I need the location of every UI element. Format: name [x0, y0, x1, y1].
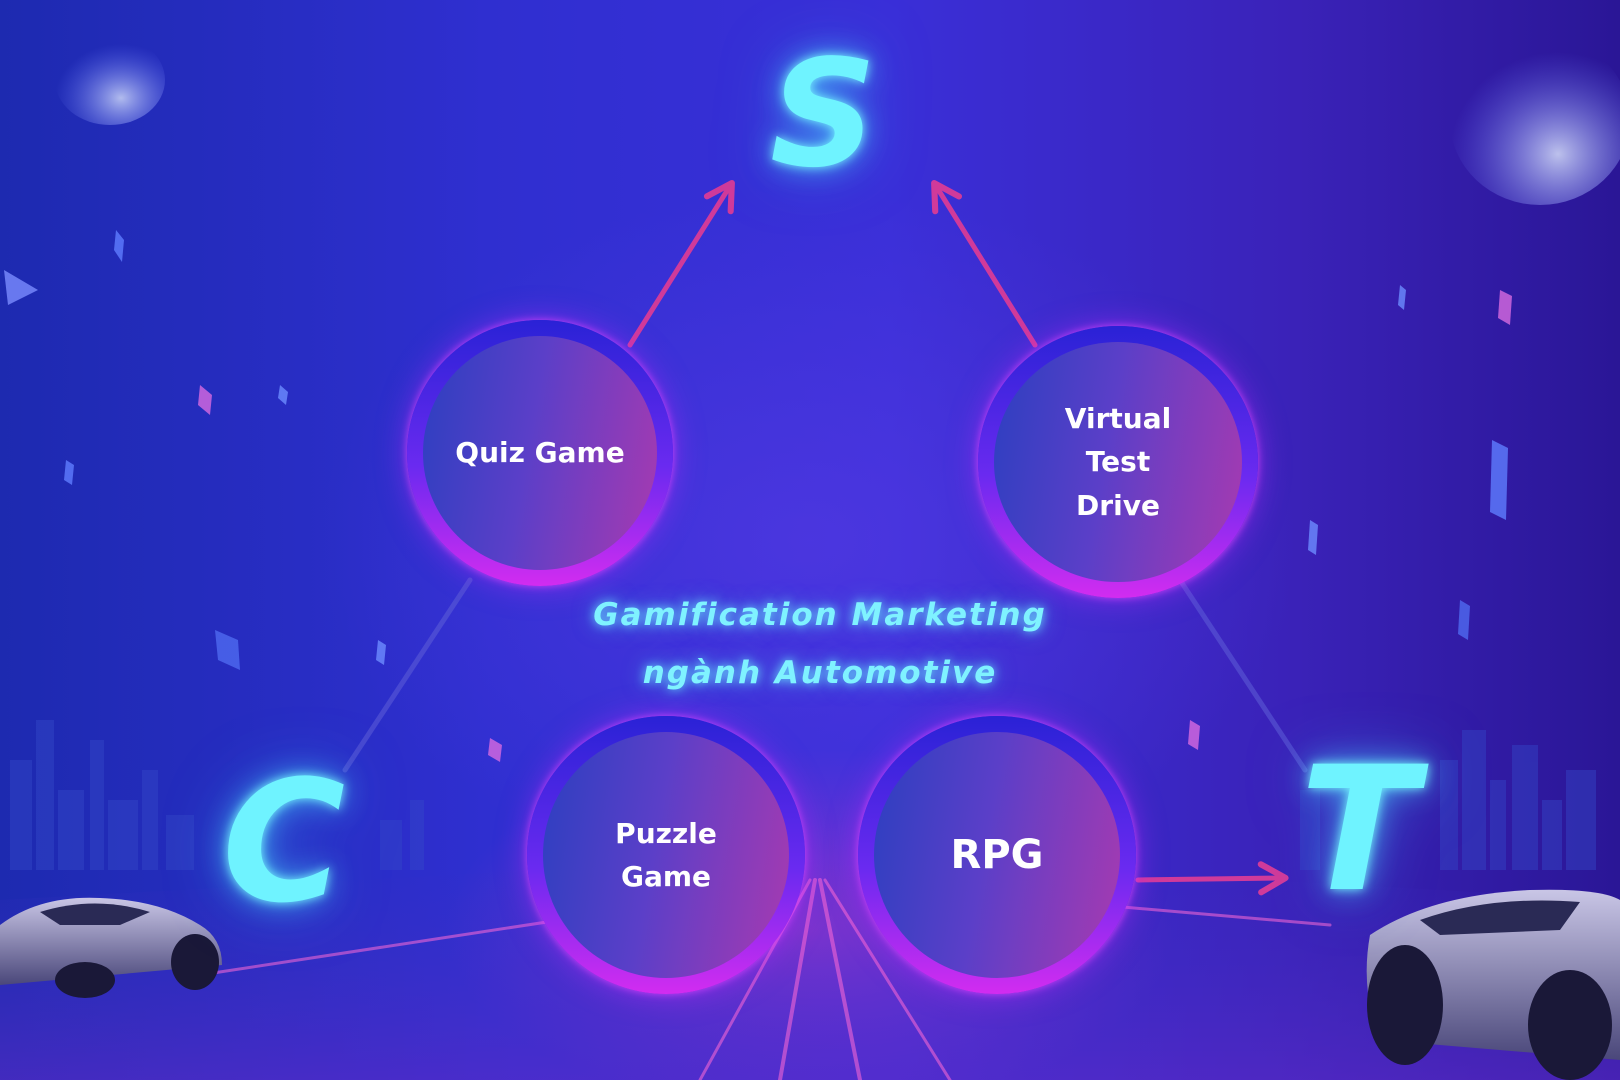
floating-shards: [4, 230, 1512, 762]
node-label: Virtual Test Drive: [1064, 401, 1172, 522]
city-skyline: [10, 720, 1596, 870]
diagram-title: Gamification Marketing ngành Automotive: [560, 586, 1080, 702]
node-quiz-game: Quiz Game: [407, 320, 673, 586]
car-left: [0, 897, 222, 998]
corner-letter-t: T: [1300, 729, 1418, 930]
node-rpg: RPG: [858, 716, 1136, 994]
arrow-c-to-s: [627, 179, 735, 348]
title-line-1: Gamification Marketing: [593, 597, 1047, 633]
road-light-streaks: [198, 878, 1332, 1080]
node-virtual-test-drive: Virtual Test Drive: [978, 326, 1258, 598]
glow-orb: [55, 35, 165, 125]
title-line-2: ngành Automotive: [642, 655, 998, 691]
arrow-rpg-to-t: [1135, 861, 1289, 896]
triangle-edges: [342, 577, 1308, 773]
flow-arrows: [627, 179, 1289, 896]
node-puzzle-game: Puzzle Game: [527, 716, 805, 994]
corner-letter-s: S: [770, 28, 877, 200]
glow-orb: [1450, 35, 1620, 205]
car-right: [1366, 889, 1620, 1080]
corner-letter-c: C: [222, 744, 346, 940]
node-label: Puzzle Game: [615, 816, 717, 893]
node-label: RPG: [950, 832, 1044, 878]
arrow-t-to-s: [931, 179, 1038, 348]
node-label: Quiz Game: [455, 436, 625, 470]
